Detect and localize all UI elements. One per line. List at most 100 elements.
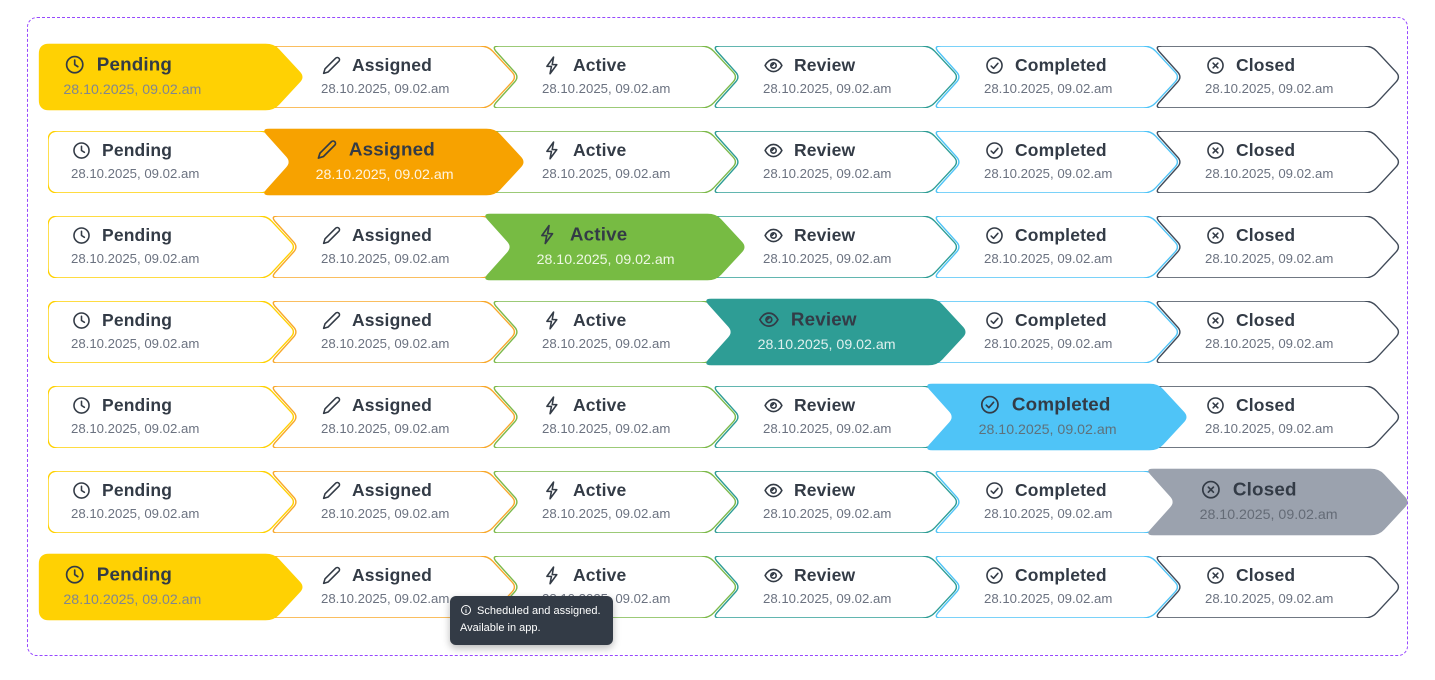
step-label: Assigned (352, 310, 432, 330)
step-completed[interactable]: Completed 28.10.2025, 09.02.am (923, 383, 1190, 451)
step-active[interactable]: Active 28.10.2025, 09.02.am (490, 301, 738, 363)
bolt-icon (542, 480, 563, 501)
step-timestamp: 28.10.2025, 09.02.am (984, 591, 1113, 606)
step-closed[interactable]: Closed 28.10.2025, 09.02.am (1153, 216, 1401, 278)
step-timestamp: 28.10.2025, 09.02.am (542, 421, 671, 436)
step-chevron-shape (1156, 216, 1400, 278)
x-circle-icon (1205, 565, 1226, 586)
step-completed[interactable]: Completed 28.10.2025, 09.02.am (932, 131, 1180, 193)
step-completed[interactable]: Completed 28.10.2025, 09.02.am (932, 301, 1180, 363)
step-chevron-shape (264, 128, 524, 196)
step-timestamp: 28.10.2025, 09.02.am (542, 81, 671, 96)
step-closed[interactable]: Closed 28.10.2025, 09.02.am (1153, 46, 1401, 108)
step-review[interactable]: Review 28.10.2025, 09.02.am (702, 298, 969, 366)
step-pending[interactable]: Pending 28.10.2025, 09.02.am (48, 471, 296, 533)
step-active[interactable]: Active 28.10.2025, 09.02.am (490, 46, 738, 108)
step-closed[interactable]: Closed 28.10.2025, 09.02.am (1153, 301, 1401, 363)
step-active[interactable]: Active 28.10.2025, 09.02.am (490, 386, 738, 448)
step-timestamp: 28.10.2025, 09.02.am (763, 251, 892, 266)
step-review[interactable]: Review 28.10.2025, 09.02.am (711, 471, 959, 533)
tooltip: Scheduled and assigned. Available in app… (450, 596, 613, 645)
step-review[interactable]: Review 28.10.2025, 09.02.am (711, 386, 959, 448)
x-circle-icon (1205, 310, 1226, 331)
step-review[interactable]: Review 28.10.2025, 09.02.am (711, 216, 959, 278)
step-timestamp: 28.10.2025, 09.02.am (71, 421, 200, 436)
clock-icon (63, 53, 86, 76)
step-active[interactable]: Active 28.10.2025, 09.02.am (481, 213, 748, 281)
step-label: Completed (1015, 55, 1107, 75)
bolt-icon (542, 565, 563, 586)
step-label: Active (573, 480, 627, 500)
step-chevron-shape (1156, 131, 1400, 193)
step-completed[interactable]: Completed 28.10.2025, 09.02.am (932, 46, 1180, 108)
step-label: Closed (1236, 310, 1296, 330)
step-closed[interactable]: Closed 28.10.2025, 09.02.am (1144, 468, 1411, 536)
step-pending[interactable]: Pending 28.10.2025, 09.02.am (38, 553, 306, 621)
step-timestamp: 28.10.2025, 09.02.am (1205, 166, 1334, 181)
step-timestamp: 28.10.2025, 09.02.am (763, 81, 892, 96)
step-assigned[interactable]: Assigned 28.10.2025, 09.02.am (269, 301, 517, 363)
step-pending[interactable]: Pending 28.10.2025, 09.02.am (38, 43, 306, 111)
step-timestamp: 28.10.2025, 09.02.am (321, 506, 450, 521)
step-assigned[interactable]: Assigned 28.10.2025, 09.02.am (269, 216, 517, 278)
step-timestamp: 28.10.2025, 09.02.am (536, 251, 675, 268)
step-chevron-shape (706, 298, 966, 366)
step-label: Completed (1015, 480, 1107, 500)
step-label: Closed (1236, 565, 1296, 585)
pencil-icon (321, 55, 342, 76)
step-closed[interactable]: Closed 28.10.2025, 09.02.am (1153, 386, 1401, 448)
step-closed[interactable]: Closed 28.10.2025, 09.02.am (1153, 556, 1401, 618)
check-circle-icon (984, 140, 1005, 161)
step-completed[interactable]: Completed 28.10.2025, 09.02.am (932, 471, 1180, 533)
clock-icon (71, 310, 92, 331)
step-label: Closed (1236, 140, 1296, 160)
step-label: Pending (102, 480, 173, 500)
step-chevron-shape (272, 386, 516, 448)
step-label: Review (794, 395, 856, 415)
step-label: Assigned (352, 480, 432, 500)
clock-icon (63, 563, 86, 586)
step-timestamp: 28.10.2025, 09.02.am (1199, 506, 1338, 523)
eye-icon (763, 140, 784, 161)
step-label: Review (794, 480, 856, 500)
step-label: Review (794, 225, 856, 245)
check-circle-icon (984, 565, 1005, 586)
step-chevron-shape (48, 216, 295, 278)
stepper-row-7: Pending 28.10.2025, 09.02.am Assigned 28… (38, 553, 1408, 621)
step-review[interactable]: Review 28.10.2025, 09.02.am (711, 46, 959, 108)
bolt-icon (542, 395, 563, 416)
step-timestamp: 28.10.2025, 09.02.am (984, 81, 1113, 96)
step-active[interactable]: Active 28.10.2025, 09.02.am (490, 471, 738, 533)
info-icon (460, 604, 472, 616)
step-assigned[interactable]: Assigned 28.10.2025, 09.02.am (269, 46, 517, 108)
check-circle-icon (984, 225, 1005, 246)
check-circle-icon (984, 55, 1005, 76)
step-assigned[interactable]: Assigned 28.10.2025, 09.02.am (269, 471, 517, 533)
step-chevron-shape (493, 386, 737, 448)
step-chevron-shape (48, 301, 295, 363)
step-label: Active (573, 140, 627, 160)
step-assigned[interactable]: Assigned 28.10.2025, 09.02.am (260, 128, 527, 196)
step-pending[interactable]: Pending 28.10.2025, 09.02.am (48, 301, 296, 363)
step-assigned[interactable]: Assigned 28.10.2025, 09.02.am (269, 386, 517, 448)
step-timestamp: 28.10.2025, 09.02.am (542, 166, 671, 181)
step-label: Pending (102, 225, 173, 245)
step-label: Review (794, 140, 856, 160)
step-timestamp: 28.10.2025, 09.02.am (984, 166, 1113, 181)
step-active[interactable]: Active 28.10.2025, 09.02.am (490, 131, 738, 193)
step-review[interactable]: Review 28.10.2025, 09.02.am (711, 556, 959, 618)
eye-icon (758, 308, 781, 331)
step-closed[interactable]: Closed 28.10.2025, 09.02.am (1153, 131, 1401, 193)
step-timestamp: 28.10.2025, 09.02.am (757, 336, 896, 353)
x-circle-icon (1205, 225, 1226, 246)
step-completed[interactable]: Completed 28.10.2025, 09.02.am (932, 216, 1180, 278)
stepper-row-6: Pending 28.10.2025, 09.02.am Assigned 28… (48, 468, 1411, 536)
tooltip-line1: Scheduled and assigned. (477, 605, 601, 617)
step-label: Assigned (352, 395, 432, 415)
step-pending[interactable]: Pending 28.10.2025, 09.02.am (48, 216, 296, 278)
step-chevron-shape (714, 131, 958, 193)
step-review[interactable]: Review 28.10.2025, 09.02.am (711, 131, 959, 193)
step-completed[interactable]: Completed 28.10.2025, 09.02.am (932, 556, 1180, 618)
step-pending[interactable]: Pending 28.10.2025, 09.02.am (48, 386, 296, 448)
